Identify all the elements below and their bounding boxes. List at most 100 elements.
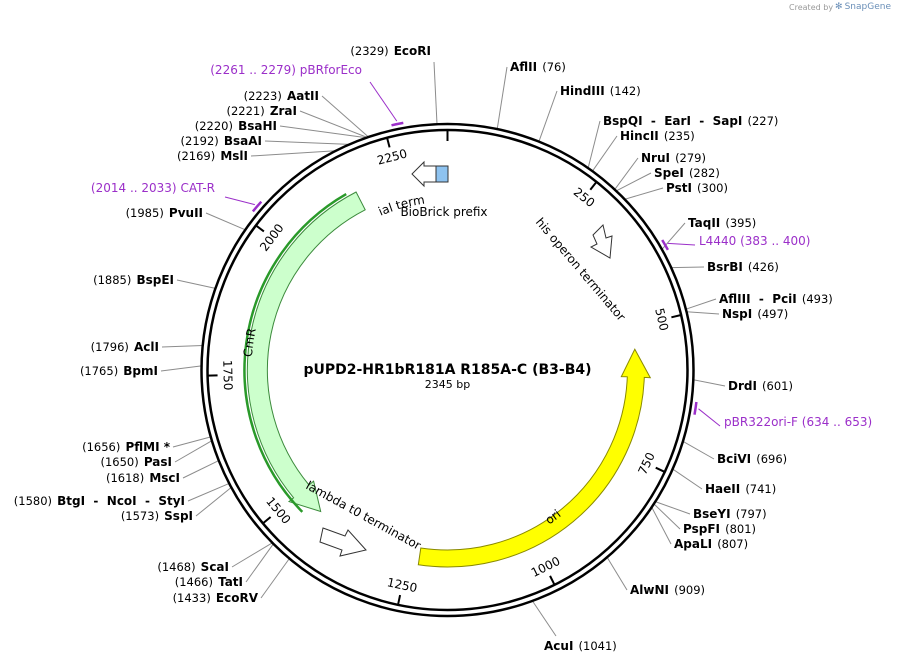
site-scai-label[interactable]: (1468) ScaI [157, 556, 229, 575]
site-pvuii-label[interactable]: (1985) PvuII [126, 202, 203, 221]
site-pspfi-label[interactable]: PspFI (801) [683, 518, 756, 537]
site-spei-label[interactable]: SpeI (282) [654, 162, 720, 181]
site-name: BpmI [123, 364, 158, 378]
site-btgi-ncoi-styi-label[interactable]: (1580) BtgI - NcoI - StyI [14, 490, 185, 509]
site-name: BseYI [693, 507, 731, 521]
tick-mark-2250 [386, 137, 391, 148]
site-nrui-label[interactable]: NruI (279) [641, 147, 706, 166]
site-bpmi-leader [160, 365, 202, 372]
site-bcivi-label[interactable]: BciVI (696) [717, 448, 787, 467]
site-position: (395) [725, 216, 756, 230]
site-pasi-label[interactable]: (1650) PasI [100, 451, 172, 470]
site-bsaai-leader [264, 140, 350, 145]
his-operon-terminator-label: his operon terminator [533, 215, 628, 324]
site-position: (282) [689, 166, 720, 180]
site-alwni-label[interactable]: AlwNI (909) [630, 579, 705, 598]
site-position: (1650) [100, 455, 138, 469]
tick-mark-500 [671, 314, 682, 319]
site-name: BspEI [136, 273, 174, 287]
site-name: EcoRI [394, 44, 431, 58]
site-ecorv-label[interactable]: (1433) EcoRV [173, 587, 259, 606]
primer-pbrforeco-mark[interactable] [391, 121, 404, 127]
site-name: AlwNI [630, 583, 669, 597]
site-psti-leader [624, 187, 664, 200]
site-tati-label[interactable]: (1466) TatI [175, 571, 243, 590]
site-pasi-leader [174, 440, 213, 463]
primer-range: (634 .. 653) [802, 415, 872, 429]
site-bsaai-label[interactable]: (2192) BsaAI [181, 130, 262, 149]
site-name: MslI [220, 149, 248, 163]
ori-feature[interactable] [417, 348, 652, 568]
plasmid-title: pUPD2-HR1bR181A R185A-C (B3-B4) [303, 362, 591, 378]
site-hincii-leader [591, 135, 618, 172]
site-name: ZraI [270, 104, 297, 118]
site-tati-leader [245, 543, 274, 583]
site-haeii-label[interactable]: HaeII (741) [705, 478, 776, 497]
site-zrai-leader [299, 110, 368, 138]
site-pspfi-leader [653, 503, 681, 530]
site-name: BsaHI [238, 119, 277, 133]
site-name: BsaAI [224, 134, 262, 148]
primer-cat-r-mark[interactable] [251, 200, 263, 213]
site-apali-label[interactable]: ApaLI (807) [674, 533, 748, 552]
site-pflmi-label[interactable]: (1656) PflMI * [82, 436, 171, 455]
site-position: (696) [756, 452, 787, 466]
primer-pbr322ori-f-mark[interactable] [693, 401, 698, 415]
site-position: (76) [542, 60, 566, 74]
site-sspi-label[interactable]: (1573) SspI [121, 505, 193, 524]
site-bspqi-eari-sapi-label[interactable]: BspQI - EarI - SapI (227) [603, 110, 778, 129]
plasmid-length: 2345 bp [425, 378, 470, 391]
site-aflii-label[interactable]: AflII (76) [510, 56, 566, 75]
site-name: ScaI [201, 560, 229, 574]
site-nspi-label[interactable]: NspI (497) [722, 303, 788, 322]
site-name: AcuI [544, 639, 573, 653]
site-haeii-leader [672, 468, 703, 490]
site-bpmi-label[interactable]: (1765) BpmI [80, 360, 158, 379]
tick-mark-1000 [549, 575, 556, 586]
site-position: (493) [802, 292, 833, 306]
site-labels: (2329) EcoRI AflII (76) HindIII (142) BspQI… [14, 40, 833, 654]
site-name: BspQI - EarI - SapI [603, 114, 742, 128]
site-msli-leader [250, 150, 336, 157]
site-msli-label[interactable]: (2169) MslI [177, 145, 248, 164]
site-name: SpeI [654, 166, 684, 180]
site-bsahi-label[interactable]: (2220) BsaHI [195, 115, 277, 134]
biobrick-prefix-feature[interactable] [435, 165, 449, 183]
snapgene-credit: Created by ✻ SnapGene [789, 2, 891, 12]
tick-mark-1250 [397, 594, 402, 606]
site-drdi-label[interactable]: DrdI (601) [728, 375, 793, 394]
primer-l4440-mark[interactable] [661, 239, 669, 251]
cmr-feature[interactable] [246, 191, 366, 513]
site-bsrbi-label[interactable]: BsrBI (426) [707, 256, 779, 275]
site-afliii-pcii-label[interactable]: AflIII - PciI (493) [719, 288, 833, 307]
site-position: (279) [675, 151, 706, 165]
bacterial-terminator-arrow[interactable] [411, 160, 437, 188]
site-taqii-label[interactable]: TaqII (395) [688, 212, 756, 231]
site-acli-label[interactable]: (1796) AclI [91, 336, 159, 355]
site-ecorv-leader [260, 558, 290, 599]
site-msci-label[interactable]: (1618) MscI [106, 467, 180, 486]
site-bspei-label[interactable]: (1885) BspEI [93, 269, 174, 288]
site-name: BtgI - NcoI - StyI [57, 494, 185, 508]
his-operon-terminator-arrow[interactable] [589, 224, 613, 259]
site-position: (1618) [106, 471, 144, 485]
primer-pbrforeco-label: (2261 .. 2279) pBRforEco [210, 63, 362, 77]
site-btgi-ncoi-styi-leader [187, 482, 230, 502]
site-zrai-label[interactable]: (2221) ZraI [226, 100, 297, 119]
site-name: HaeII [705, 482, 740, 496]
site-aatii-leader [321, 95, 369, 138]
site-ecori-label[interactable]: (2329) EcoRI [350, 40, 431, 59]
site-aatii-label[interactable]: (2223) AatII [244, 85, 319, 104]
site-hincii-label[interactable]: HincII (235) [620, 125, 695, 144]
site-hindiii-label[interactable]: HindIII (142) [560, 80, 641, 99]
primer-name: pBR322ori-F [724, 415, 798, 429]
lambda-t0-terminator-arrow[interactable] [319, 527, 367, 557]
tick-label-1750: 1750 [220, 360, 235, 391]
site-bseyi-label[interactable]: BseYI (797) [693, 503, 767, 522]
site-position: (1573) [121, 509, 159, 523]
site-position: (1656) [82, 440, 120, 454]
site-acui-label[interactable]: AcuI (1041) [544, 635, 617, 654]
site-position: (2223) [244, 89, 282, 103]
site-bspqi-eari-sapi-leader [587, 120, 601, 169]
site-psti-label[interactable]: PstI (300) [666, 177, 728, 196]
